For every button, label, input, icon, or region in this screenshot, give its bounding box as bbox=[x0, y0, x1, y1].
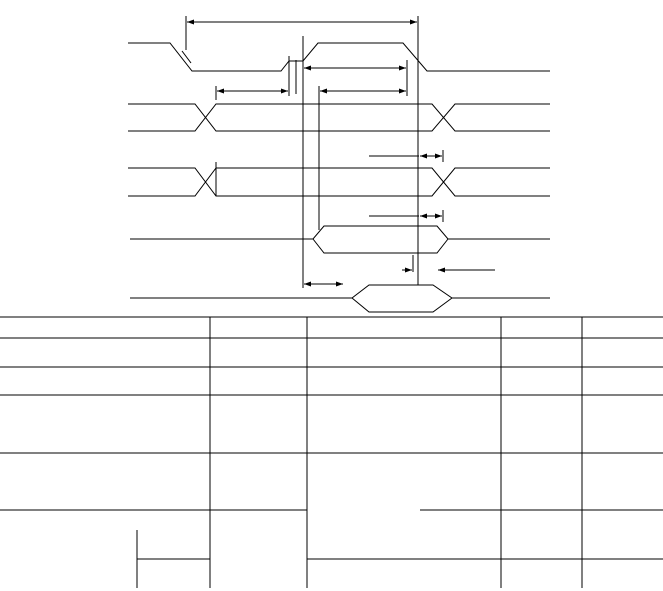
signal-output-window-waveform bbox=[130, 284, 550, 313]
signal-data-window-waveform bbox=[130, 225, 550, 254]
signal-clock-waveform bbox=[128, 42, 550, 72]
signal-bus-a-waveform bbox=[128, 103, 550, 132]
timing-arrows bbox=[187, 19, 495, 287]
signal-bus-b-waveform bbox=[128, 167, 550, 197]
reference-lines bbox=[185, 16, 444, 288]
spec-table-grid bbox=[0, 316, 663, 588]
